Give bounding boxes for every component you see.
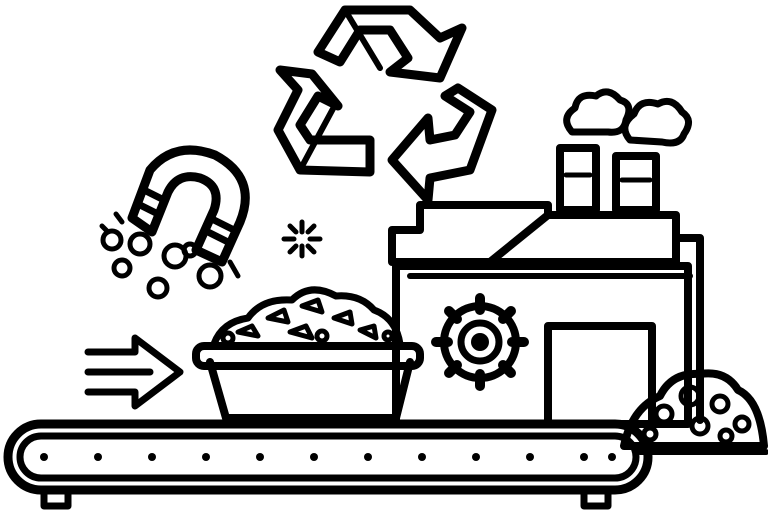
recycle-icon [273,5,497,205]
conveyor-belt-icon [3,419,653,510]
chimney [612,152,660,214]
factory-doorway [544,322,656,428]
smoke-cloud-icon [563,88,692,147]
gear-icon [431,293,529,391]
metal-scraps [99,211,241,300]
arrow-right-icon [84,334,184,410]
bin-icon [192,286,424,422]
magnet-icon [127,145,250,267]
chimney [556,144,600,214]
factory-icon [388,144,704,428]
sparkle-icon [281,219,323,259]
